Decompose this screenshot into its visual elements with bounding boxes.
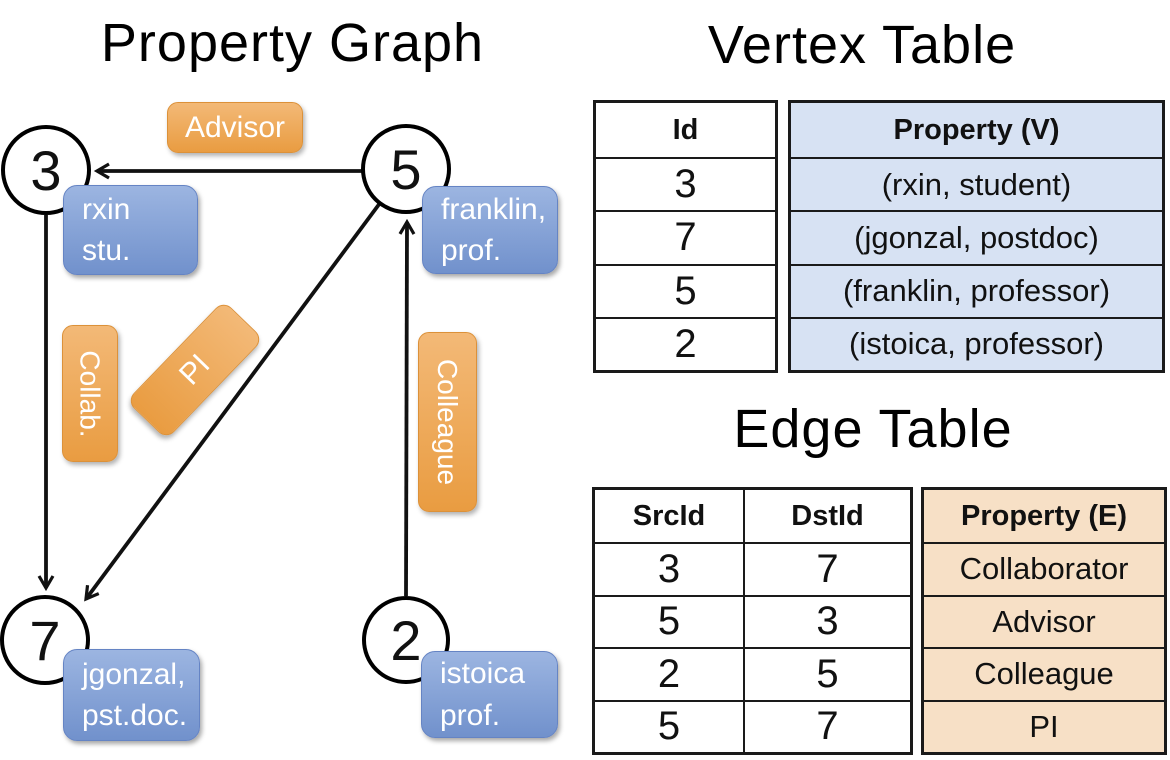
edge-label-text: Advisor: [184, 110, 286, 144]
vertex-id-cell: 7: [596, 210, 775, 263]
vertex-property-box-franklin: franklin, prof.: [422, 186, 558, 274]
edge-src-cell: 5: [595, 594, 745, 647]
edge-property-cell: Collaborator: [924, 542, 1164, 595]
node-3-id: 3: [30, 138, 62, 202]
edge-label-collab: Collab.: [62, 325, 118, 462]
node-7-id: 7: [29, 608, 61, 672]
edge-property-cell: Advisor: [924, 594, 1164, 648]
edge-table-header-srcid: SrcId: [595, 490, 745, 542]
vertex-property-line: jgonzal,: [82, 657, 186, 691]
edge-dst-cell: 3: [745, 594, 910, 648]
graph-node-2: 2: [362, 596, 450, 684]
edge-table-id-columns: SrcId DstId 3 7 5 3 2 5 5 7: [592, 487, 913, 755]
vertex-id-cell: 2: [596, 316, 775, 370]
vertex-property-line: stu.: [82, 234, 131, 267]
vertex-property-line: pst.doc.: [82, 699, 188, 732]
edge-2-to-5: [398, 218, 416, 597]
edge-src-cell: 5: [595, 699, 745, 752]
edge-table-header-dstid: DstId: [791, 499, 864, 532]
vertex-property-line: rxin: [82, 192, 131, 226]
edge-src-cell: 2: [595, 647, 745, 700]
vertex-property-box-jgonzal: jgonzal, pst.doc.: [63, 649, 200, 741]
edge-label-text: Collab.: [75, 349, 107, 438]
edge-property-cell: Colleague: [924, 647, 1164, 700]
vertex-table-property-column: Property (V) (rxin, student) (jgonzal, p…: [788, 100, 1165, 373]
edge-dst-cell: 5: [745, 647, 910, 700]
edge-table-header-property: Property (E): [961, 499, 1127, 532]
vertex-table-id-column: Id 3 7 5 2: [593, 100, 778, 373]
node-2-id: 2: [390, 608, 422, 672]
vertex-property-line: prof.: [441, 234, 502, 267]
vertex-table-header-property: Property (V): [893, 113, 1060, 146]
edge-label-advisor: Advisor: [167, 102, 303, 153]
vertex-table-title: Vertex Table: [707, 15, 1017, 75]
node-5-id: 5: [390, 137, 422, 201]
vertex-property-cell: (jgonzal, postdoc): [791, 210, 1162, 263]
edge-src-cell: 3: [595, 542, 745, 595]
vertex-property-line: prof.: [440, 698, 501, 732]
graph-edges-layer: [37, 162, 416, 602]
edge-table-title: Edge Table: [733, 399, 1013, 459]
vertex-property-line: franklin,: [441, 192, 547, 226]
property-graph-title: Property Graph: [100, 13, 485, 73]
edge-label-text: Colleague: [432, 358, 464, 486]
edge-dst-cell: 7: [745, 542, 910, 595]
edge-dst-cell: 7: [745, 699, 910, 753]
graph-node-5: 5: [361, 124, 451, 214]
edge-label-colleague: Colleague: [418, 332, 477, 512]
vertex-property-cell: (franklin, professor): [791, 263, 1162, 317]
edge-property-cell: PI: [924, 699, 1164, 753]
vertex-property-box-istoica: istoica prof.: [421, 651, 558, 738]
vertex-property-cell: (rxin, student): [791, 157, 1162, 210]
vertex-table-header-id: Id: [672, 113, 699, 146]
edge-table-property-column: Property (E) Collaborator Advisor Collea…: [921, 487, 1167, 755]
edge-5-to-7: [84, 201, 382, 602]
vertex-property-box-rxin: rxin stu.: [63, 185, 198, 275]
edge-label-text: PI: [172, 347, 217, 392]
vertex-id-cell: 3: [596, 157, 775, 210]
vertex-property-line: istoica: [440, 657, 526, 691]
vertex-property-cell: (istoica, professor): [791, 316, 1162, 370]
vertex-id-cell: 5: [596, 263, 775, 317]
